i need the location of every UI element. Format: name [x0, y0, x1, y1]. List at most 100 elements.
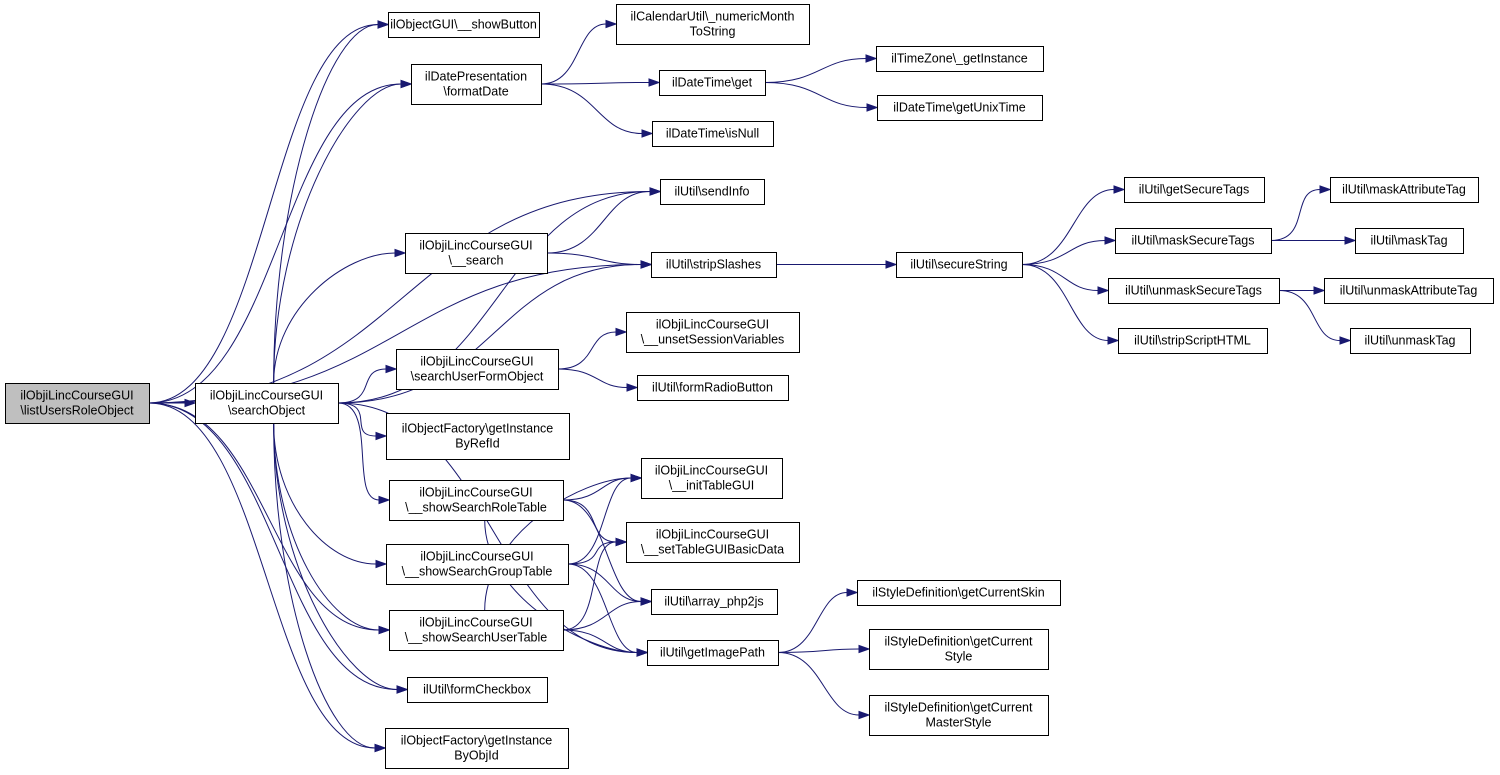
edge-dtGet-to-unixTime	[764, 82, 879, 112]
edge-line	[273, 422, 376, 749]
node-tzGet[interactable]: ilTimeZone\_getInstance	[876, 46, 1044, 72]
node-box	[1324, 278, 1494, 304]
node-dtGet[interactable]: ilDateTime\get	[659, 70, 766, 96]
node-showUser[interactable]: ilObjiLincCourseGUI\__showSearchUserTabl…	[389, 610, 564, 651]
node-showRole[interactable]: ilObjiLincCourseGUI\__showSearchRoleTabl…	[389, 480, 564, 521]
edge-line	[1270, 189, 1321, 241]
node-initTable[interactable]: ilObjiLincCourseGUI\__initTableGUI	[641, 458, 783, 499]
node-unmaskTag[interactable]: ilUtil\unmaskTag	[1350, 328, 1471, 354]
edge-root-to-factoryObj	[148, 402, 387, 753]
edge-imagePath-to-skin	[777, 588, 859, 653]
node-search[interactable]: ilObjiLincCourseGUI\__search	[405, 233, 548, 274]
node-maskAttrTag[interactable]: ilUtil\maskAttributeTag	[1330, 177, 1479, 203]
node-formCheckbox[interactable]: ilUtil\formCheckbox	[407, 677, 548, 703]
edge-line	[1278, 290, 1341, 341]
node-box	[386, 413, 570, 460]
edge-arrowhead	[626, 383, 639, 392]
edge-maskSecureTags-to-maskTag	[1271, 236, 1357, 245]
edge-line	[777, 648, 860, 653]
node-root[interactable]: ilObjiLincCourseGUI\listUsersRoleObject	[5, 383, 150, 424]
node-label: ilStyleDefinition\getCurrent	[885, 635, 1034, 649]
node-box	[5, 383, 150, 424]
node-maskSecureTags[interactable]: ilUtil\maskSecureTags	[1115, 228, 1272, 254]
edge-arrowhead	[1104, 236, 1117, 245]
node-maskTag[interactable]: ilUtil\maskTag	[1355, 228, 1464, 254]
edge-searchObject-to-searchUserForm	[337, 364, 398, 404]
node-label: ilStyleDefinition\getCurrent	[885, 701, 1034, 715]
node-arrayPhp[interactable]: ilUtil\array_php2js	[651, 589, 778, 615]
node-label: \__setTableGUIBasicData	[641, 543, 784, 557]
node-label: ilUtil\getImagePath	[660, 646, 765, 660]
node-secureString[interactable]: ilUtil\secureString	[896, 252, 1023, 278]
edge-root-to-showButton	[148, 20, 390, 404]
node-searchObject[interactable]: ilObjiLincCourseGUI\searchObject	[195, 383, 339, 424]
edge-search-to-stripSlashes	[546, 252, 653, 269]
node-imagePath[interactable]: ilUtil\getImagePath	[647, 640, 779, 666]
node-getSecureTags[interactable]: ilUtil\getSecureTags	[1124, 177, 1265, 203]
edge-line	[777, 592, 848, 653]
node-box	[1115, 228, 1272, 254]
node-unsetSession[interactable]: ilObjiLincCourseGUI\__unsetSessionVariab…	[626, 312, 800, 353]
node-label: \__unsetSessionVariables	[641, 333, 785, 347]
node-label: ilObjiLincCourseGUI	[210, 389, 323, 403]
node-box	[651, 252, 777, 278]
edge-line	[337, 402, 377, 437]
edge-line	[562, 601, 642, 631]
edge-line	[337, 402, 380, 501]
edge-line	[337, 191, 651, 404]
node-showButton[interactable]: ilObjectGUI\__showButton	[388, 12, 540, 38]
node-box	[386, 544, 569, 585]
edge-line	[337, 368, 387, 404]
node-unixTime[interactable]: ilDateTime\getUnixTime	[877, 95, 1043, 121]
node-box	[877, 95, 1043, 121]
node-label: ilUtil\stripSlashes	[666, 258, 761, 272]
edge-showGroup-to-arrayPhp	[567, 563, 653, 606]
edge-line	[148, 24, 379, 404]
node-box	[195, 383, 339, 424]
node-searchUserForm[interactable]: ilObjiLincCourseGUI\searchUserFormObject	[396, 349, 559, 390]
edge-formatDate-to-numericMonth	[540, 19, 618, 85]
node-unmaskAttrTag[interactable]: ilUtil\unmaskAttributeTag	[1324, 278, 1494, 304]
node-box	[388, 12, 540, 38]
node-isNull[interactable]: ilDateTime\isNull	[652, 121, 774, 147]
edge-line	[273, 422, 377, 565]
node-unmaskSecureTags[interactable]: ilUtil\unmaskSecureTags	[1108, 278, 1280, 304]
node-label: ByRefId	[455, 437, 500, 451]
node-label: ilCalendarUtil\_numericMonth	[631, 10, 795, 24]
node-showGroup[interactable]: ilObjiLincCourseGUI\__showSearchGroupTab…	[386, 544, 569, 585]
node-label: ilObjiLincCourseGUI	[419, 486, 532, 500]
node-box	[637, 375, 789, 401]
node-setTable[interactable]: ilObjiLincCourseGUI\__setTableGUIBasicDa…	[626, 522, 800, 563]
edge-root-to-formCheckbox	[148, 402, 409, 694]
node-skin[interactable]: ilStyleDefinition\getCurrentSkin	[857, 580, 1061, 606]
edge-dtGet-to-tzGet	[764, 54, 878, 83]
node-label: ilObjectFactory\getInstance	[401, 734, 553, 748]
node-stripSlashes[interactable]: ilUtil\stripSlashes	[651, 252, 777, 278]
node-box	[896, 252, 1023, 278]
edge-line	[1021, 240, 1106, 265]
edge-arrowhead	[378, 625, 391, 635]
node-label: ilUtil\maskTag	[1370, 234, 1447, 248]
node-label: \searchUserFormObject	[411, 370, 544, 384]
node-label: ilUtil\array_php2js	[664, 595, 763, 609]
node-stripScript[interactable]: ilUtil\stripScriptHTML	[1118, 328, 1268, 354]
edge-arrowhead	[377, 20, 390, 29]
node-label: ilUtil\sendInfo	[674, 185, 749, 199]
node-formatDate[interactable]: ilDatePresentation\formatDate	[411, 64, 542, 105]
node-box	[1108, 278, 1280, 304]
edge-line	[562, 499, 642, 602]
edge-arrowhead	[649, 187, 662, 196]
edge-searchObject-to-factoryObj	[273, 422, 387, 753]
node-sendInfo[interactable]: ilUtil\sendInfo	[660, 179, 765, 205]
node-formRadio[interactable]: ilUtil\formRadioButton	[637, 375, 789, 401]
node-box	[1118, 328, 1268, 354]
edge-line	[148, 264, 642, 404]
edge-arrowhead	[636, 648, 649, 657]
edge-arrowhead	[648, 78, 661, 87]
